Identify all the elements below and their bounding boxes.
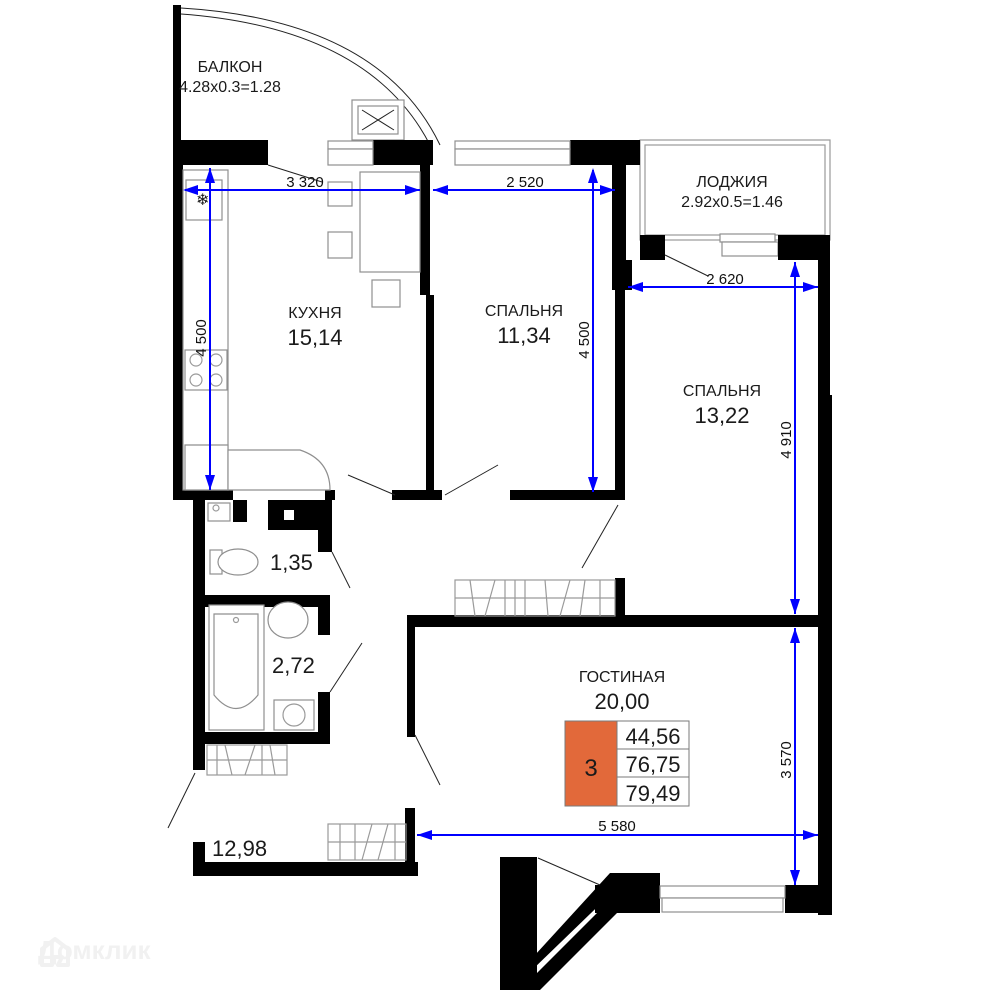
- living-width-label: 5 580: [598, 818, 636, 835]
- living-area-cell: [616, 720, 690, 750]
- kitchen-area: 15,14: [287, 325, 342, 350]
- dimension-texts: 3 320 4 500 2 520 4 500 2 620 4 910 5 58…: [193, 174, 795, 835]
- balcony-name: БАЛКОН: [198, 59, 263, 76]
- toilet-bowl: [217, 548, 259, 576]
- watermark: Домклик: [38, 935, 150, 967]
- summary-table: 3 44,56 76,75 79,49: [564, 720, 690, 807]
- room-labels: БАЛКОН 4.28x0.3=1.28 ЛОДЖИЯ 2.92x0.5=1.4…: [179, 59, 783, 861]
- kitchen-length-label: 4 500: [193, 319, 210, 357]
- kitchen-counter: [182, 169, 229, 491]
- bedroom1-width-label: 2 520: [506, 174, 544, 191]
- walls: [173, 140, 832, 990]
- toilet-area: 1,35: [270, 550, 313, 575]
- total-with-balconies-cell: [616, 776, 690, 807]
- loggia-window: [721, 241, 779, 257]
- ac-unit-cross: [361, 109, 395, 131]
- kitchen-width-label: 3 320: [286, 174, 324, 191]
- dimension-lines: [183, 168, 818, 885]
- bedroom1-area: 11,34: [497, 323, 550, 348]
- loggia-name: ЛОДЖИЯ: [696, 174, 767, 191]
- balcony-rail-inner: [180, 13, 431, 146]
- balcony: [173, 5, 441, 146]
- loggia: [639, 139, 831, 257]
- living-length-label: 3 570: [778, 741, 795, 779]
- loggia-window-sill: [719, 233, 776, 243]
- loggia-formula: 2.92x0.5=1.46: [681, 194, 783, 211]
- bedroom2-area: 13,22: [694, 403, 749, 428]
- door-swings: [167, 164, 709, 829]
- bathroom-fixtures: [207, 502, 315, 731]
- washing-machine: [273, 699, 315, 731]
- living-name: ГОСТИНАЯ: [579, 669, 665, 686]
- bathroom-area: 2,72: [272, 653, 315, 678]
- chair-3: [371, 279, 401, 308]
- stove: [184, 349, 228, 391]
- kitchen-name: КУХНЯ: [288, 305, 341, 322]
- rooms-count: 3: [584, 755, 597, 782]
- living-area: 20,00: [594, 689, 649, 714]
- total-with-balconies-value: 79,49: [625, 781, 680, 806]
- living-area-value: 44,56: [625, 724, 680, 749]
- wc-riser: [207, 502, 231, 522]
- total-area-value: 76,75: [625, 752, 680, 777]
- balcony-side-wall: [173, 5, 181, 145]
- balcony-rail-outer: [180, 7, 441, 146]
- balcony-formula: 4.28x0.3=1.28: [179, 79, 281, 96]
- bedroom2-length-label: 4 910: [778, 421, 795, 459]
- corner-sink: [184, 444, 229, 491]
- bedroom2-name: СПАЛЬНЯ: [683, 383, 761, 400]
- snowflake-icon: ❄: [196, 192, 209, 209]
- chair-1: [327, 181, 353, 207]
- bedroom1-length-label: 4 500: [576, 321, 593, 359]
- bedroom2-width-label: 2 620: [706, 271, 744, 288]
- washbasin: [267, 601, 309, 639]
- house-logo-icon: [40, 937, 70, 967]
- hall-area: 12,98: [212, 836, 267, 861]
- bedroom1-name: СПАЛЬНЯ: [485, 303, 563, 320]
- fridge: [185, 179, 223, 221]
- wardrobes: [206, 579, 616, 861]
- bathtub-inner: [213, 613, 259, 710]
- counter-extension: [227, 449, 331, 491]
- chair-2: [327, 231, 353, 259]
